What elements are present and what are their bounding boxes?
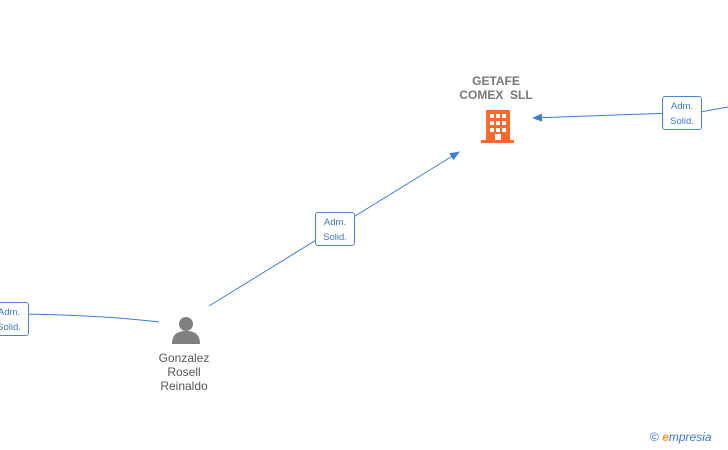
company-name-line1: GETAFE [472,74,520,88]
edge-role-line1: Adm. [0,307,21,318]
brand-logo-text: mpresia [668,430,712,444]
edge-role-line1: Adm. [323,217,347,228]
company-name-line2: COMEX SLL [459,88,533,102]
edge-role-line2: Solid. [0,322,21,333]
person-name-line2: Rosell [167,365,201,379]
edge-role-line2: Solid. [670,116,694,127]
person-name-line3: Reinaldo [160,379,208,393]
edge-label-left-person[interactable]: Adm. Solid. [0,302,29,336]
empresia-watermark: © empresia [650,430,712,444]
company-name[interactable]: GETAFE COMEX SLL [436,74,556,102]
person-icon[interactable] [172,317,200,344]
edge-role-line2: Solid. [323,232,347,243]
edge-label-person-company[interactable]: Adm. Solid. [315,212,355,246]
brand-logo-initial: e [662,430,669,444]
person-name-line1: Gonzalez [158,351,210,365]
copyright-symbol: © [650,430,659,444]
person-name[interactable]: Gonzalez Rosell Reinaldo [134,351,234,393]
building-icon[interactable] [481,110,514,143]
edge-label-right-company[interactable]: Adm. Solid. [662,96,702,130]
edge-role-line1: Adm. [670,101,694,112]
